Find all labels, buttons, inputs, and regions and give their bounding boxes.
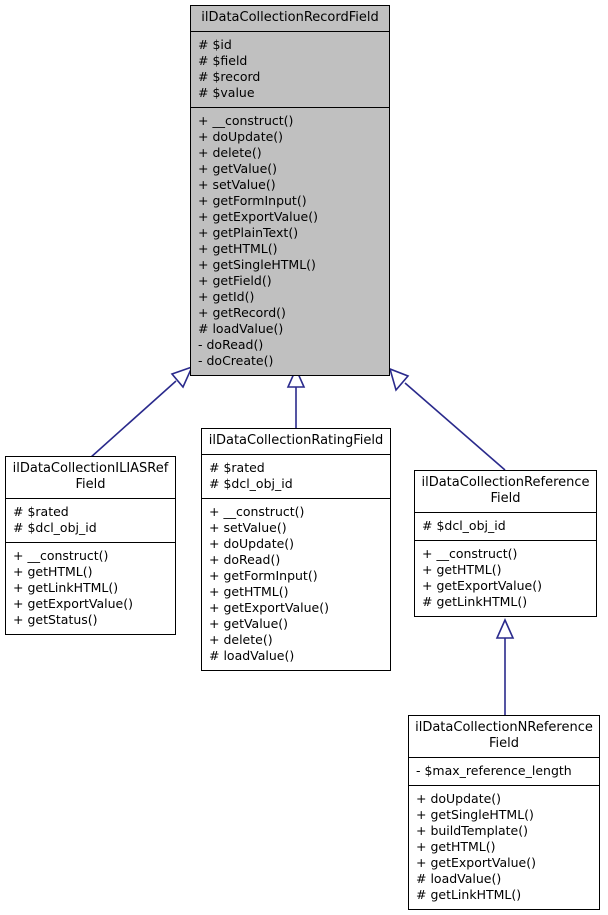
- class-title-rating-field: ilDataCollectionRatingField: [202, 429, 390, 455]
- operation-row: + getHTML(): [198, 241, 278, 256]
- operation-row: + getRecord(): [198, 305, 286, 320]
- operation-row: + getValue(): [198, 161, 278, 176]
- operation-row: + doUpdate(): [416, 791, 502, 806]
- class-operations-reference-field: + __construct() + getHTML() + getExportV…: [415, 541, 596, 616]
- operation-row: + doRead(): [209, 552, 281, 567]
- operation-row: + getHTML(): [416, 839, 496, 854]
- attribute-row: # $value: [198, 85, 255, 100]
- class-attributes-n-reference-field: - $max_reference_length: [409, 758, 599, 786]
- class-operations-ilias-ref-field: + __construct() + getHTML() + getLinkHTM…: [6, 543, 175, 634]
- class-operations-record-field: + __construct() + doUpdate() + delete() …: [191, 108, 389, 375]
- operation-row: + getFormInput(): [198, 193, 307, 208]
- operation-row: + doUpdate(): [209, 536, 295, 551]
- attribute-row: # $dcl_obj_id: [13, 520, 97, 535]
- operation-row: + getValue(): [209, 616, 289, 631]
- operation-row: + getLinkHTML(): [13, 580, 119, 595]
- operation-row: # getLinkHTML(): [422, 594, 528, 609]
- class-title-n-reference-field: ilDataCollectionNReference Field: [409, 716, 599, 758]
- attribute-row: # $dcl_obj_id: [422, 518, 506, 533]
- operation-row: + getExportValue(): [422, 578, 542, 593]
- operation-row: + getHTML(): [209, 584, 289, 599]
- class-box-rating-field[interactable]: ilDataCollectionRatingField # $rated # $…: [201, 428, 391, 671]
- operation-row: + doUpdate(): [198, 129, 284, 144]
- class-title-record-field: ilDataCollectionRecordField: [191, 6, 389, 32]
- operation-row: + __construct(): [13, 548, 109, 563]
- operation-row: # loadValue(): [416, 871, 502, 886]
- operation-row: + getStatus(): [13, 612, 98, 627]
- operation-row: + delete(): [209, 632, 273, 647]
- operation-row: + getPlainText(): [198, 225, 299, 240]
- operation-row: + getSingleHTML(): [416, 807, 534, 822]
- operation-row: - doCreate(): [198, 353, 274, 368]
- attribute-row: # $field: [198, 53, 248, 68]
- operation-row: + getHTML(): [422, 562, 502, 577]
- class-attributes-record-field: # $id # $field # $record # $value: [191, 32, 389, 108]
- attribute-row: # $dcl_obj_id: [209, 476, 293, 491]
- operation-row: + setValue(): [198, 177, 276, 192]
- operation-row: + getExportValue(): [198, 209, 318, 224]
- edge-rating-to-record: [286, 367, 306, 428]
- operation-row: # loadValue(): [209, 648, 295, 663]
- attribute-row: # $id: [198, 37, 232, 52]
- operation-row: + __construct(): [422, 546, 518, 561]
- operation-row: + getFormInput(): [209, 568, 318, 583]
- class-box-record-field[interactable]: ilDataCollectionRecordField # $id # $fie…: [190, 5, 390, 376]
- operation-row: + __construct(): [198, 113, 294, 128]
- attribute-row: # $rated: [209, 460, 265, 475]
- operation-row: + __construct(): [209, 504, 305, 519]
- operation-row: + getId(): [198, 289, 255, 304]
- edge-ilias-ref-to-record: [89, 365, 194, 459]
- operation-row: + getExportValue(): [13, 596, 133, 611]
- attribute-row: # $record: [198, 69, 261, 84]
- operation-row: + getField(): [198, 273, 272, 288]
- operation-row: + setValue(): [209, 520, 287, 535]
- attribute-row: - $max_reference_length: [416, 763, 572, 778]
- class-attributes-reference-field: # $dcl_obj_id: [415, 513, 596, 541]
- class-attributes-rating-field: # $rated # $dcl_obj_id: [202, 455, 390, 499]
- operation-row: + getSingleHTML(): [198, 257, 316, 272]
- operation-row: + delete(): [198, 145, 262, 160]
- operation-row: + getHTML(): [13, 564, 93, 579]
- operation-row: # loadValue(): [198, 321, 284, 336]
- class-box-n-reference-field[interactable]: ilDataCollectionNReference Field - $max_…: [408, 715, 600, 910]
- attribute-row: # $rated: [13, 504, 69, 519]
- operation-row: - doRead(): [198, 337, 264, 352]
- class-operations-n-reference-field: + doUpdate() + getSingleHTML() + buildTe…: [409, 786, 599, 909]
- edge-reference-to-record: [388, 367, 506, 471]
- class-title-ilias-ref-field: ilDataCollectionILIASRef Field: [6, 457, 175, 499]
- class-operations-rating-field: + __construct() + setValue() + doUpdate(…: [202, 499, 390, 670]
- class-attributes-ilias-ref-field: # $rated # $dcl_obj_id: [6, 499, 175, 543]
- class-title-reference-field: ilDataCollectionReference Field: [415, 471, 596, 513]
- class-box-reference-field[interactable]: ilDataCollectionReference Field # $dcl_o…: [414, 470, 597, 617]
- operation-row: + getExportValue(): [416, 855, 536, 870]
- operation-row: + buildTemplate(): [416, 823, 528, 838]
- operation-row: # getLinkHTML(): [416, 887, 522, 902]
- class-box-ilias-ref-field[interactable]: ilDataCollectionILIASRef Field # $rated …: [5, 456, 176, 635]
- edge-nreference-to-reference: [495, 618, 515, 715]
- operation-row: + getExportValue(): [209, 600, 329, 615]
